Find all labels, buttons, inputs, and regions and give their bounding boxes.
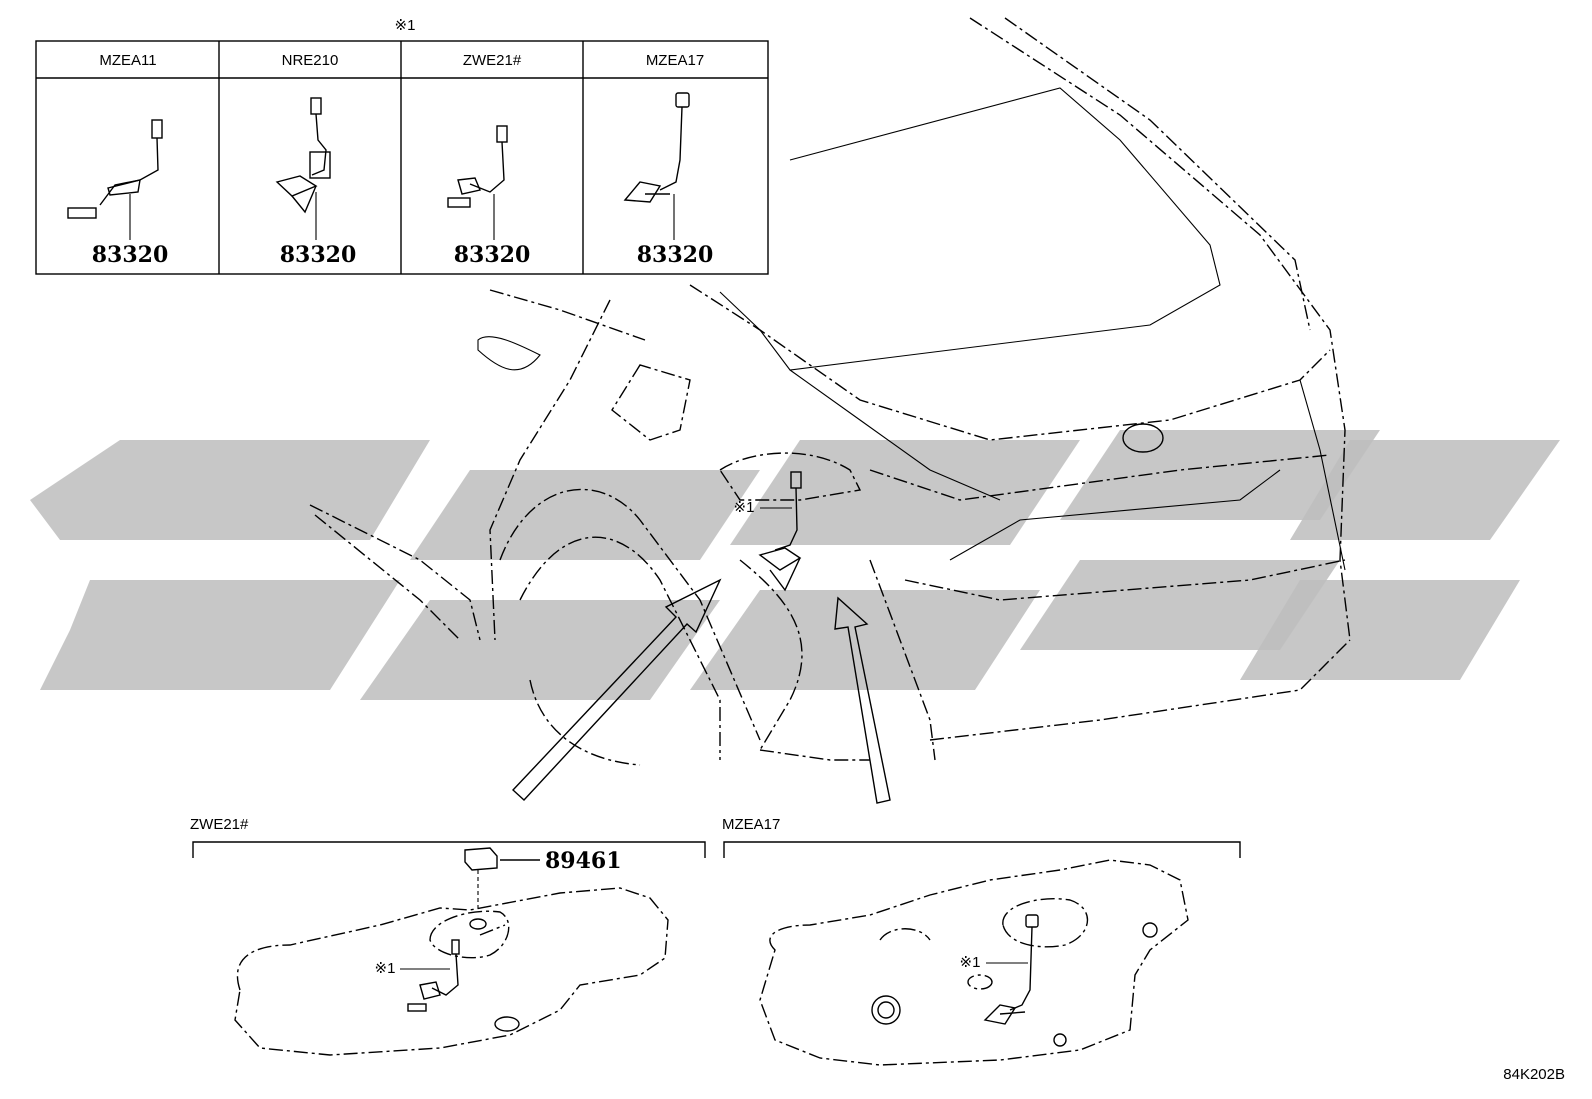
- detail-title: ZWE21#: [190, 816, 249, 833]
- detail-left-note-mark: ※1: [375, 960, 396, 977]
- column-header-mzea11: MZEA11: [99, 52, 156, 69]
- detail-zwe21: ZWE21#: [190, 816, 706, 1056]
- part-number-label: 83320: [280, 242, 357, 268]
- watermark-logo: [30, 430, 1560, 700]
- detail-mzea17: MZEA17: [722, 816, 1241, 1066]
- part-number-label: 83320: [637, 242, 714, 268]
- column-header-zwe21: ZWE21#: [463, 52, 522, 69]
- fuel-sender-mzea11-illustration: [67, 119, 163, 240]
- detail-title: MZEA17: [722, 816, 780, 833]
- fuel-sender-zwe21-illustration: [447, 125, 508, 240]
- model-table: ※1 MZEA11 NRE210 ZWE21# MZEA17 83320 833…: [35, 17, 769, 275]
- fuel-sender-mzea17-illustration: [623, 92, 690, 240]
- pointer-arrows: [512, 578, 891, 804]
- relay-part-number: 89461: [545, 848, 622, 874]
- detail-right-note-mark: ※1: [960, 954, 981, 971]
- part-number-label: 83320: [454, 242, 531, 268]
- figure-code: 84K202B: [1503, 1066, 1565, 1083]
- sender-note-mark: ※1: [734, 499, 755, 516]
- column-header-nre210: NRE210: [282, 52, 339, 69]
- table-note-mark: ※1: [395, 17, 416, 34]
- column-header-mzea17: MZEA17: [646, 52, 704, 69]
- part-number-label: 83320: [92, 242, 169, 268]
- vehicle-rear-view: [309, 17, 1351, 766]
- fuel-sender-nre210-illustration: [275, 97, 331, 240]
